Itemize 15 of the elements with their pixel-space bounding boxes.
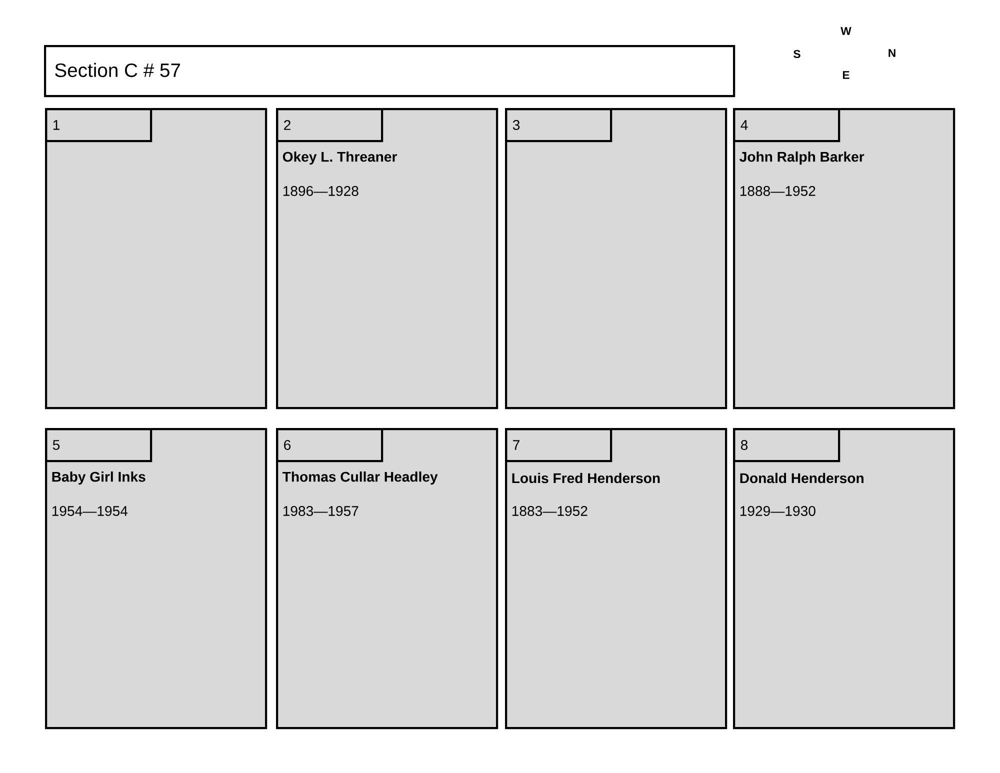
plot-box	[505, 108, 728, 410]
title-box: Section C # 57	[44, 45, 736, 98]
number-tab: 5	[45, 428, 152, 462]
plot-box	[45, 108, 268, 410]
number-tab: 2	[276, 108, 384, 142]
number-tab: 6	[276, 428, 384, 462]
number-tab: 1	[45, 108, 152, 142]
compass-letter: N	[888, 49, 896, 57]
number-tab: 7	[505, 428, 612, 462]
compass-letter: W	[840, 27, 852, 35]
number-tab: 4	[733, 108, 840, 142]
number-tab: 8	[733, 428, 840, 462]
compass-letter: E	[842, 71, 850, 79]
number-tab: 3	[505, 108, 612, 142]
compass-letter: S	[794, 50, 800, 58]
